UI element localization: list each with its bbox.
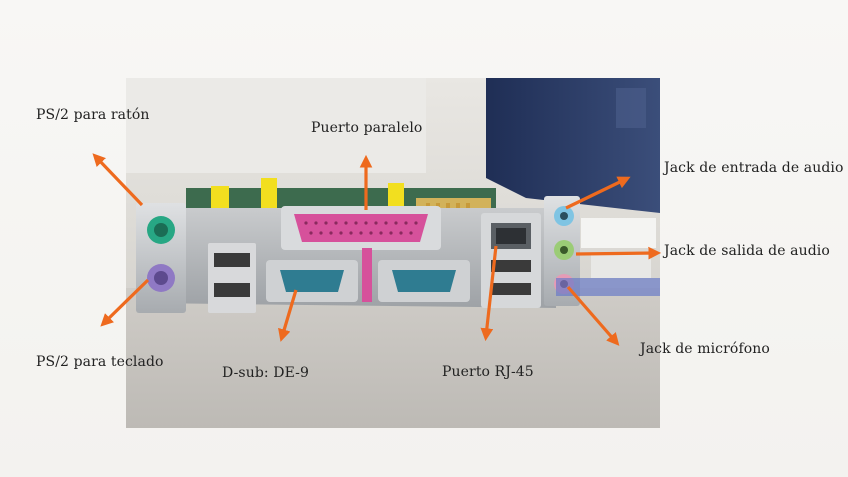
label-dsub: D-sub: DE-9 <box>222 365 309 381</box>
label-audio-out: Jack de salida de audio <box>664 243 830 259</box>
label-parallel-port: Puerto paralelo <box>311 120 423 136</box>
label-audio-in: Jack de entrada de audio <box>664 160 844 176</box>
label-microphone: Jack de micrófono <box>640 341 770 357</box>
label-ps2-mouse: PS/2 para ratón <box>36 107 150 123</box>
label-rj45: Puerto RJ-45 <box>442 364 534 380</box>
label-ps2-keyboard: PS/2 para teclado <box>36 354 164 370</box>
